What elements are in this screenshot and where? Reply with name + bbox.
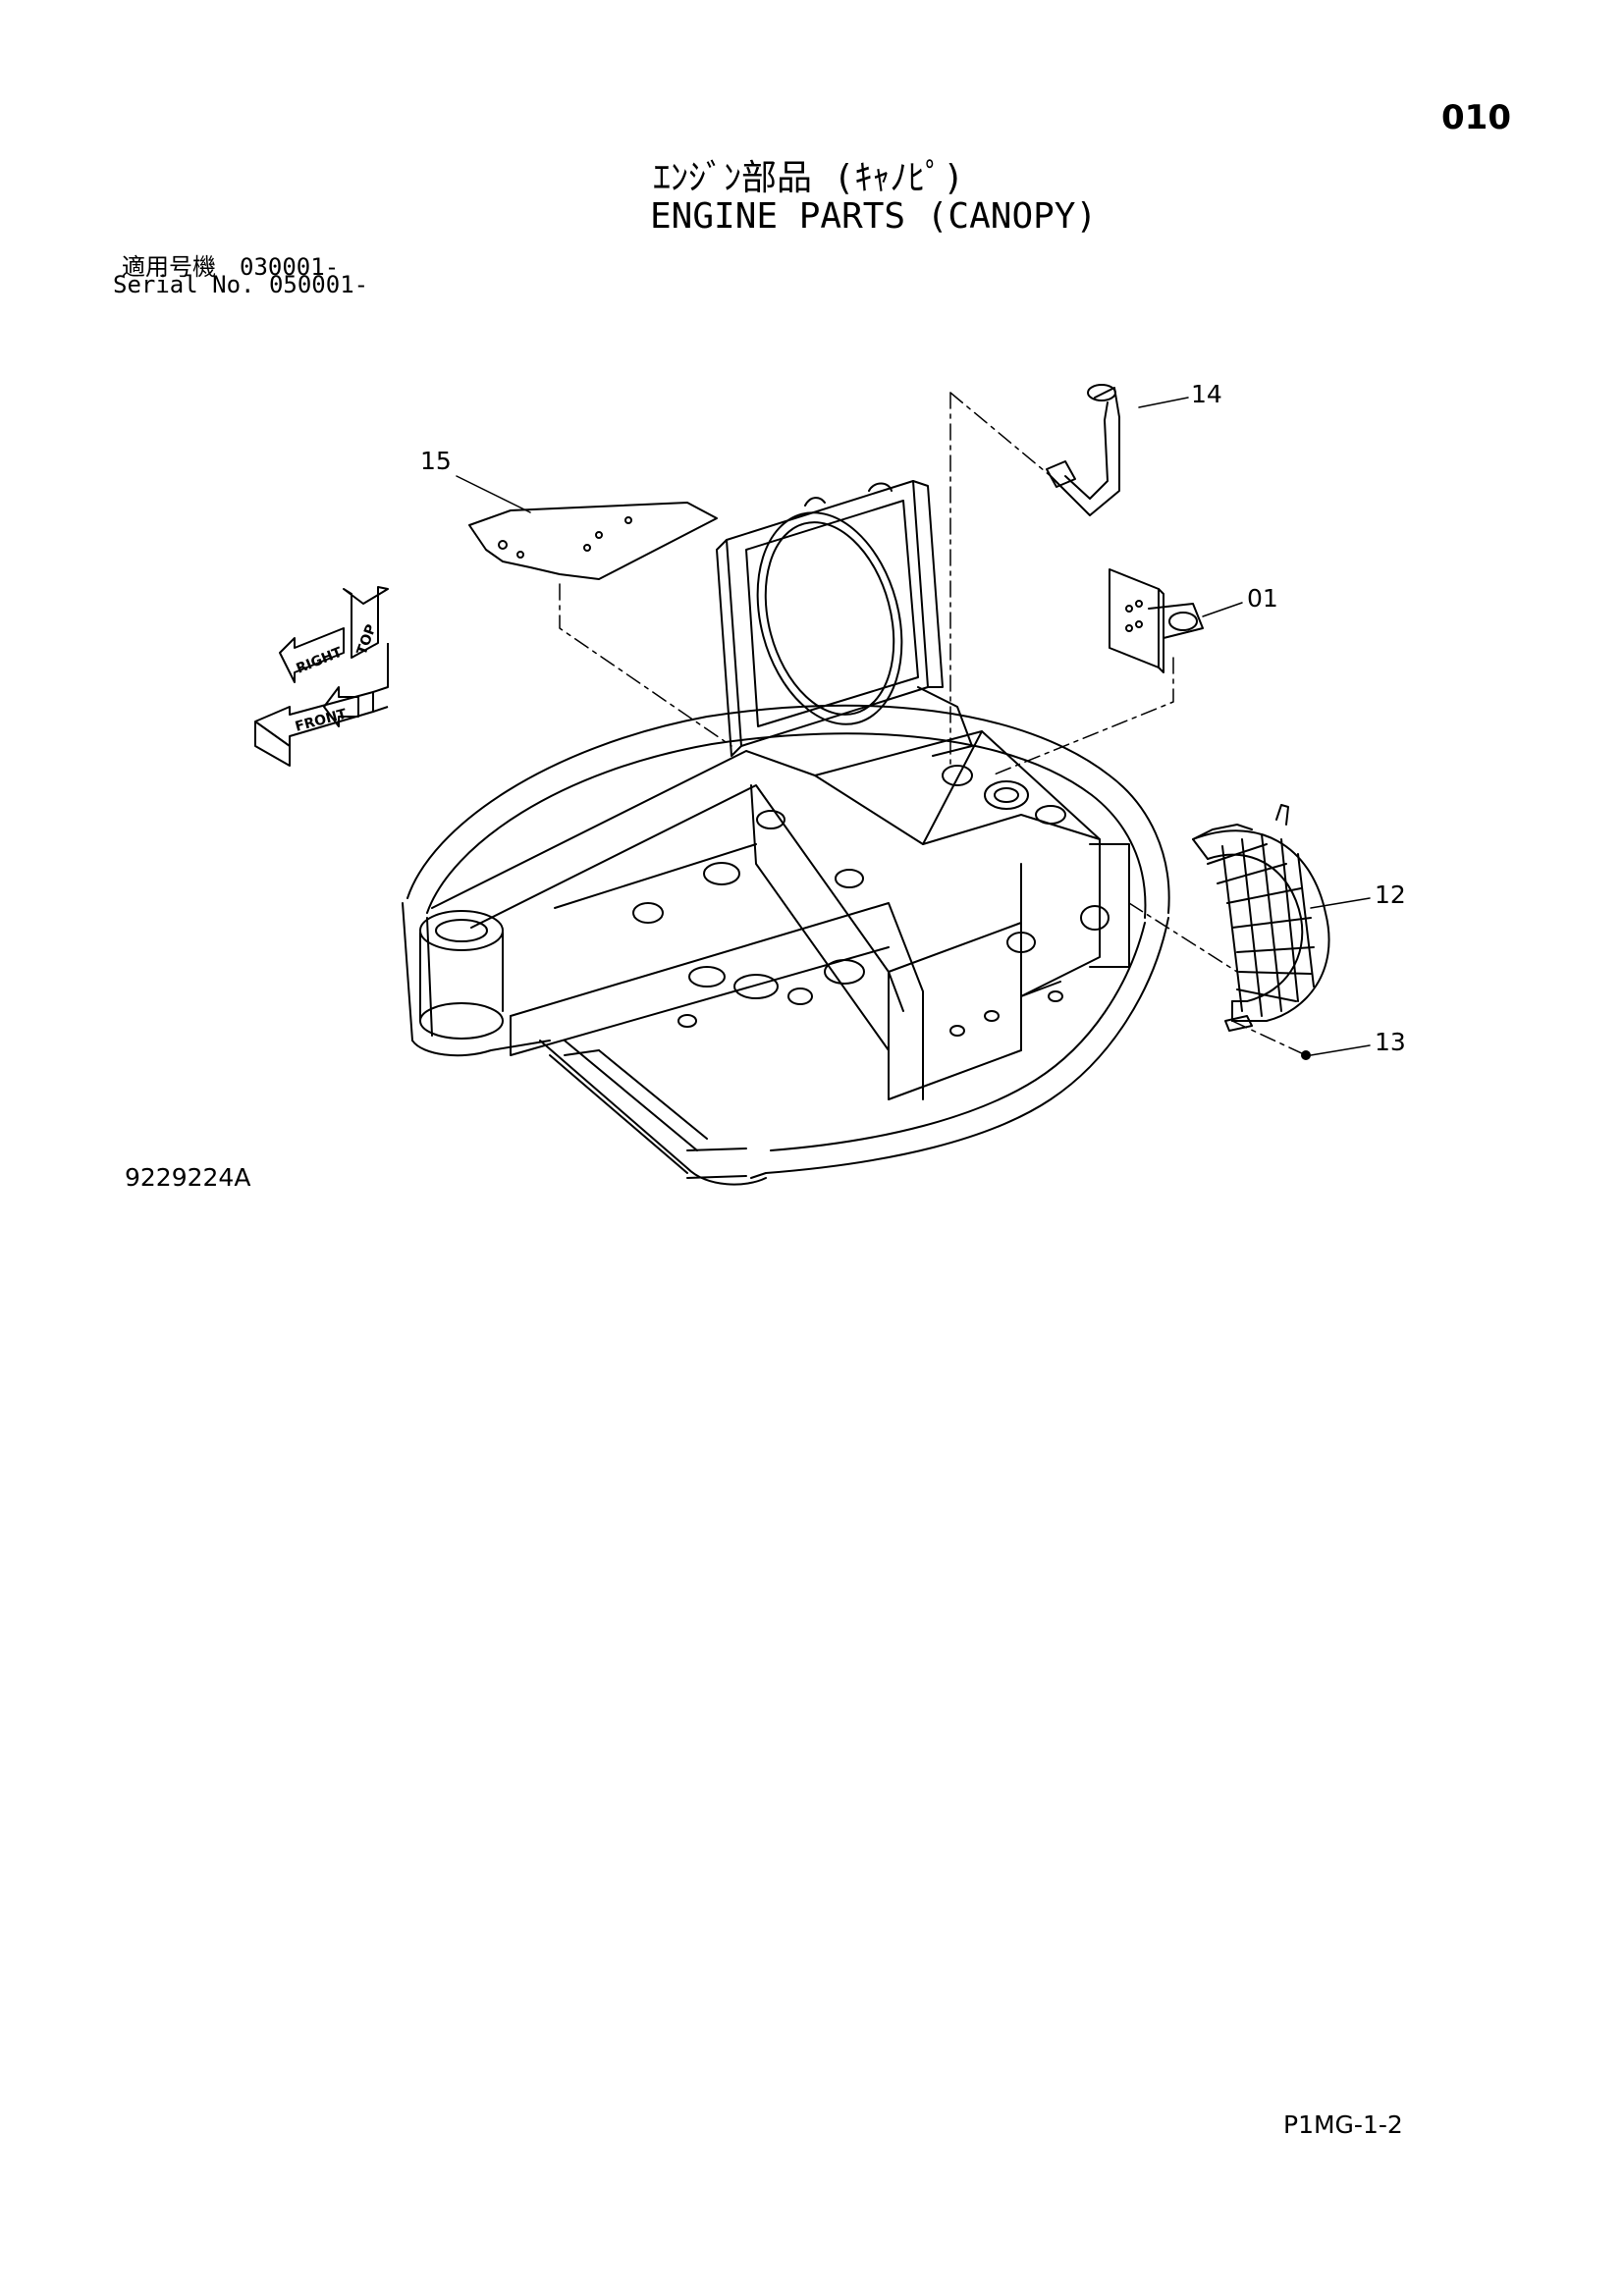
title-english: ENGINE PARTS (CANOPY) [650,196,1098,237]
boom-pivot-boss [419,910,504,1040]
leader-lines [456,397,1371,1056]
part-14-pipe [1046,384,1120,516]
dir-top-label: TOP [354,622,380,657]
frame-main-beams [431,730,1130,1100]
part-15-cover-plate [468,502,718,580]
part-12-grille-guard [1192,804,1330,1032]
title-japanese: ｴﾝｼﾞﾝ部品 (ｷｬﾉﾋﾟ) [653,158,965,198]
callout-13: 13 [1375,1028,1406,1056]
serial-english: Serial No. 050001- [113,271,369,298]
callout-14: 14 [1191,380,1222,408]
frame-outer-rail [402,704,1170,1179]
frame-holes [632,765,1110,1037]
part-13-screw [1301,1050,1311,1060]
callout-01: 01 [1247,584,1278,613]
dir-right-label: RIGHT [295,644,346,676]
orientation-indicator: TOP RIGHT FRONT [254,586,389,767]
page-number: 010 [1441,98,1511,137]
callout-15: 15 [420,447,452,475]
frame-bottom-rail [539,1040,767,1186]
callout-12: 12 [1375,881,1406,909]
drawing-number: 9229224A [125,1163,251,1192]
assembly-dashed-lines [559,392,1307,1056]
model-code: P1MG-1-2 [1283,2110,1403,2139]
serial-japanese: 適用号機 030001- [122,253,340,281]
part-01-bracket [1109,568,1204,673]
radiator-shroud [716,480,973,757]
